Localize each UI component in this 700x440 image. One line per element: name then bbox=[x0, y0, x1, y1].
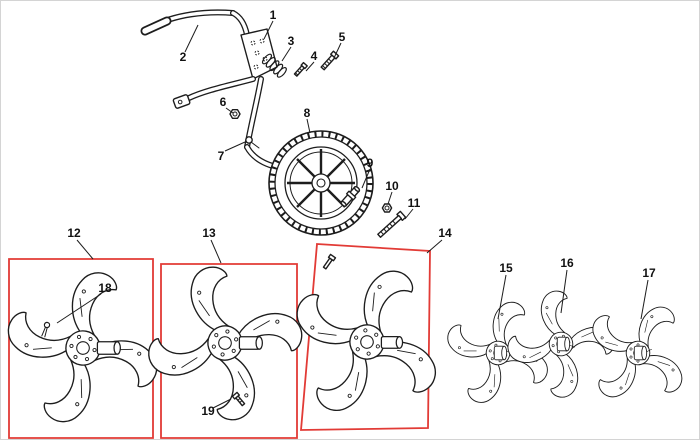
part-label-13: 13 bbox=[202, 226, 216, 240]
tine-assembly-16-drawing bbox=[498, 281, 625, 408]
bolt-5-drawing bbox=[320, 50, 340, 71]
axle-drawing bbox=[340, 185, 361, 207]
tine-assembly-17-drawing bbox=[565, 280, 700, 426]
part-label-8: 8 bbox=[304, 106, 311, 120]
handlebar-drawing bbox=[140, 9, 250, 38]
part-label-2: 2 bbox=[180, 50, 187, 64]
handle-frame-drawing bbox=[172, 76, 284, 171]
part-label-9: 9 bbox=[367, 156, 374, 170]
part-label-5: 5 bbox=[339, 30, 346, 44]
part-label-12: 12 bbox=[67, 226, 81, 240]
part-label-15: 15 bbox=[499, 261, 513, 275]
leader-lines bbox=[56, 20, 649, 409]
part-label-14: 14 bbox=[438, 226, 452, 240]
highlight-box-12 bbox=[8, 258, 154, 439]
part-label-16: 16 bbox=[560, 256, 574, 270]
pin-14-drawing bbox=[322, 253, 337, 270]
part-label-4: 4 bbox=[311, 49, 318, 63]
part-label-17: 17 bbox=[642, 266, 656, 280]
bolt-11-drawing bbox=[377, 210, 407, 238]
highlight-box-13 bbox=[160, 263, 298, 439]
part-label-1: 1 bbox=[270, 8, 277, 22]
tine-assembly-15-drawing bbox=[432, 288, 563, 419]
part-label-3: 3 bbox=[288, 34, 295, 48]
part-label-7: 7 bbox=[218, 149, 225, 163]
nut-6-drawing bbox=[229, 108, 241, 120]
part-label-19: 19 bbox=[201, 404, 215, 418]
bolt-7-drawing bbox=[245, 136, 260, 149]
tine-assembly-12-drawing bbox=[1, 259, 173, 439]
part-label-11: 11 bbox=[408, 196, 421, 210]
highlight-box-14 bbox=[300, 243, 431, 431]
tine-assembly-14-drawing bbox=[266, 242, 469, 440]
part-label-6: 6 bbox=[220, 95, 227, 109]
part-label-18: 18 bbox=[98, 281, 112, 295]
pin-18-drawing bbox=[41, 321, 51, 338]
wheel-drawing bbox=[268, 130, 374, 236]
handle-bracket-drawing bbox=[240, 28, 278, 80]
highlight-boxes bbox=[8, 243, 431, 439]
pin-19-drawing bbox=[231, 391, 246, 407]
nut-10-drawing bbox=[381, 203, 393, 213]
part-labels: 1 2 3 4 5 6 7 8 9 10 11 12 13 14 15 16 1… bbox=[67, 8, 656, 418]
tine-assembly-13-drawing bbox=[127, 246, 323, 440]
bolt-4-drawing bbox=[293, 61, 308, 77]
part-label-10: 10 bbox=[385, 179, 399, 193]
